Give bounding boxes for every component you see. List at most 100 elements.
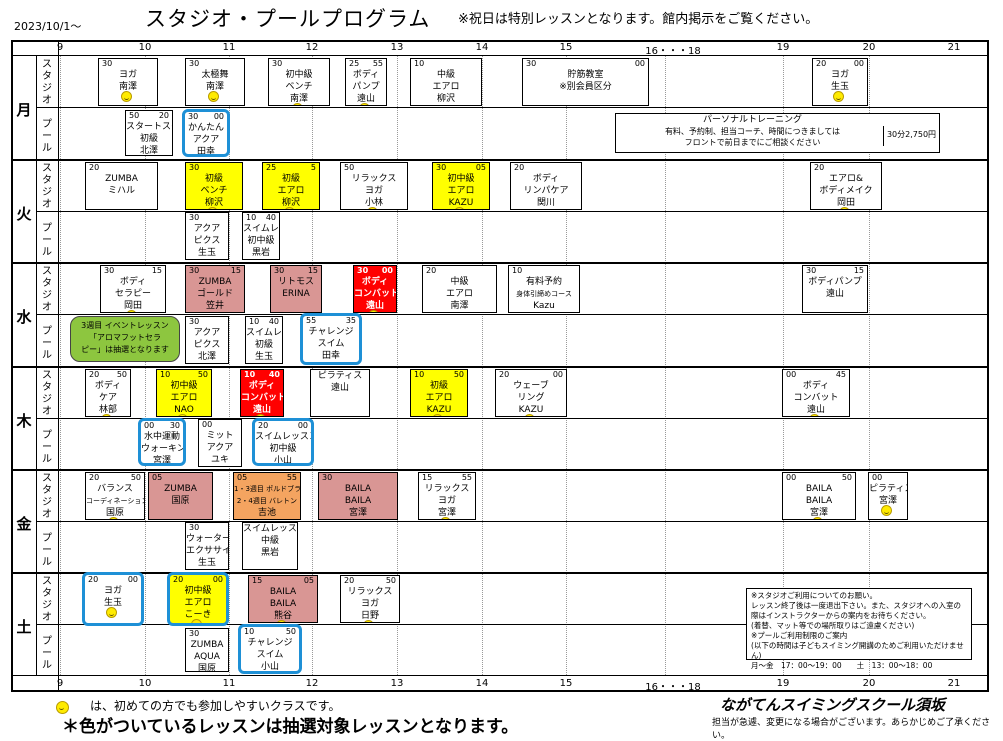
hour-tick-bottom: 16・・・18 <box>645 682 701 693</box>
class-name-line: ボディ <box>361 277 389 287</box>
beginner-friendly-icon <box>362 620 374 622</box>
pool-lane-label: プール <box>42 326 52 361</box>
class-name-line: かんたん <box>187 123 224 133</box>
class-start-minute: 30 <box>189 317 200 326</box>
class-name-line: バランス <box>97 484 133 494</box>
class-start-minute: 30 <box>357 266 369 275</box>
beginner-friendly-icon <box>206 207 218 209</box>
class-name-line: パンプ <box>352 82 380 92</box>
callout-line2: 「アロマフットセラ <box>89 333 161 342</box>
hour-gridline <box>312 55 313 675</box>
holiday-note: ※祝日は特別レッスンとなります。館内掲示をご覧ください。 <box>458 12 819 27</box>
class-instructor: 関川 <box>536 198 555 208</box>
class-instructor: 北澤 <box>139 146 158 156</box>
class-end-minute: 55 <box>372 59 383 68</box>
beginner-friendly-icon <box>808 414 820 416</box>
beginner-friendly-icon <box>367 310 379 312</box>
day-divider <box>11 366 989 368</box>
class-name-line: 有料予約 <box>525 277 562 287</box>
class-end-minute: 35 <box>345 316 356 325</box>
day-label: 火 <box>16 205 32 223</box>
class-instructor: 生玉 <box>254 352 273 362</box>
notice-line4: ※プールご利用制限のご案内 <box>751 631 848 640</box>
beginner-friendly-icon <box>358 103 370 105</box>
class-instructor: 岡田 <box>836 198 855 208</box>
class-name-line: 初級 <box>429 381 448 391</box>
class-block: ピラティス遠山 <box>310 369 370 417</box>
lane-divider <box>36 624 989 625</box>
class-instructor: ERINA <box>282 289 310 299</box>
class-name-line: スイム <box>317 339 345 349</box>
class-instructor: 国原 <box>197 664 216 672</box>
smile-icon <box>56 697 69 716</box>
beginner-friendly-icon <box>811 517 823 519</box>
smile-legend: は、初めての方でも参加しやすいクラスです。 <box>90 699 341 713</box>
class-name-line: ボディパンプ <box>808 277 862 287</box>
class-instructor: 宮澤 <box>809 508 828 518</box>
class-name-line: ウェーブ <box>513 381 549 391</box>
class-instructor: 熊谷 <box>273 611 292 621</box>
class-instructor: 柳沢 <box>281 198 300 208</box>
hour-tick-top: 13 <box>390 42 404 53</box>
personal-training-line2: フロントで前日までにご相談ください <box>684 138 821 147</box>
pool-lane-label: プール <box>42 533 52 568</box>
class-start-minute: 10 <box>414 59 425 68</box>
hour-gridline <box>869 55 870 675</box>
callout-line3: ピー」は抽選となります <box>81 345 169 354</box>
class-block: 30ウォーターエクササイズ生玉 <box>185 522 229 570</box>
class-start-minute: 20 <box>89 163 100 172</box>
class-name-line: スイムレッスン <box>243 524 297 534</box>
class-instructor: 生玉 <box>197 248 216 258</box>
class-name-line: 1・3週目 ポルドブラ <box>234 485 301 493</box>
class-name-line: リラックス <box>424 484 470 494</box>
class-end-minute: 55 <box>286 473 297 482</box>
hour-tick-top: 10 <box>138 42 152 53</box>
class-instructor: 遠山 <box>806 405 825 415</box>
hour-tick-bottom: 9 <box>56 678 64 689</box>
class-name-line: ZUMBA <box>198 277 232 287</box>
hour-tick-top: 14 <box>475 42 489 53</box>
hour-tick-top: 12 <box>305 42 319 53</box>
class-name-line: 身体引締めコース <box>516 290 572 298</box>
class-name-line: ヨガ <box>364 186 383 196</box>
class-start-minute: 25 <box>349 59 360 68</box>
class-name-line: チャレンジ <box>308 327 354 337</box>
beginner-friendly-icon <box>105 607 117 618</box>
class-name-line: 初級 <box>204 174 223 184</box>
class-block: 00ピラティス宮澤 <box>868 472 908 520</box>
class-start-minute: 50 <box>129 111 140 120</box>
class-name-line: ボディ <box>94 381 122 391</box>
class-start-minute: 55 <box>306 316 317 325</box>
class-name-line: 初中級 <box>447 174 475 184</box>
class-instructor: 生玉 <box>830 82 849 92</box>
lane-divider <box>36 211 989 212</box>
class-name-line: チャレンジ <box>247 638 293 648</box>
class-name-line: スイム <box>256 650 284 660</box>
class-name-line: アクア <box>193 328 221 338</box>
notice-line1: ※スタジオご利用についてのお願い。 <box>751 591 878 600</box>
notice-line5: (以下の時間は子どもスイミング開講のためご利用いただけません) <box>751 641 964 660</box>
class-name-line: ピクス <box>193 236 221 246</box>
class-instructor: 国原 <box>105 508 124 518</box>
class-name-line: アクア <box>193 224 221 234</box>
class-end-minute: 50 <box>285 627 296 636</box>
class-end-minute: 5 <box>310 163 316 172</box>
hour-tick-top: 20 <box>862 42 876 53</box>
class-name-line: 中級 <box>436 70 455 80</box>
class-instructor: 国原 <box>171 496 190 506</box>
beginner-friendly-icon <box>207 91 219 102</box>
class-instructor: 遠山 <box>365 301 384 311</box>
class-name-line: 初級 <box>281 174 300 184</box>
class-name-line: エアロ <box>447 186 475 196</box>
